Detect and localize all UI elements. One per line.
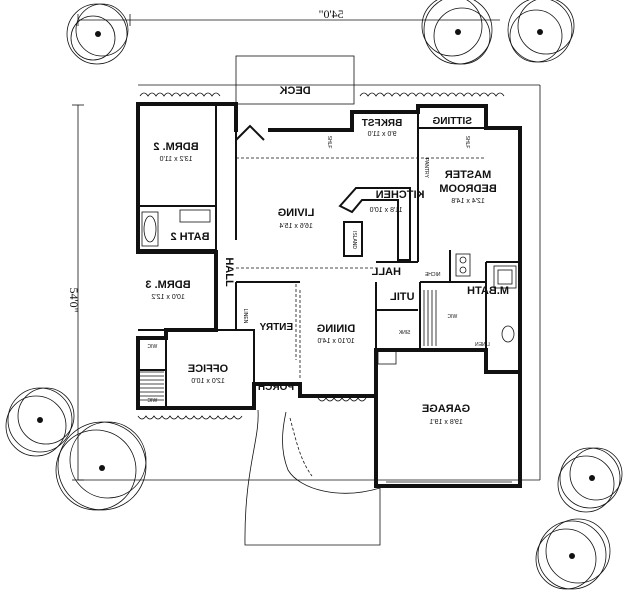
office-label: OFFICE [188, 363, 228, 375]
util-label: UTIL [390, 291, 415, 303]
hall-label-vertical: HALL [223, 257, 235, 287]
master-label-2: BEDROOM [439, 183, 496, 195]
porch-label: PORCH [258, 382, 294, 393]
sink-label: SINK [398, 330, 410, 336]
master-size: 12'4 x 14'8 [451, 198, 485, 205]
walkway-edging [289, 417, 313, 477]
island-label: ISLAND [351, 231, 357, 249]
fixture-labels: WIC WIC WIC LINEN LINEN NICHE SINK ISLAN… [147, 136, 490, 404]
linen-label-2: LINEN [242, 309, 248, 324]
wic-label-1: WIC [147, 344, 157, 350]
tree-top-right-b [507, 0, 575, 63]
kitchen-label: KITCHEN [376, 189, 425, 201]
landscape-trees [5, 0, 623, 590]
deck-label: DECK [279, 85, 310, 97]
kitchen-size: 11'8 x 10'0 [370, 207, 403, 214]
dining-size: 10'10 x 14'0 [317, 338, 354, 345]
tree-top-left [66, 3, 129, 65]
office-size: 12'0 x 10'0 [191, 378, 225, 385]
bath2-tub [141, 211, 159, 247]
kitchen-counter [338, 187, 411, 261]
wic-label-2: WIC [147, 398, 157, 404]
bath2-label: BATH 2 [171, 231, 210, 243]
hall-label: HALL [371, 266, 401, 278]
tree-left-b [55, 421, 147, 511]
wic-label-3: WIC [447, 314, 457, 320]
bath2-vanity [179, 209, 211, 223]
tree-right-b [535, 518, 611, 590]
front-walkway [244, 409, 381, 546]
dining-label: DINING [317, 323, 356, 335]
shrubs-top-left [139, 92, 221, 97]
mbath-label: M.BATH [467, 285, 509, 297]
shrubs-front-mid [317, 397, 367, 402]
tree-top-right-a [421, 0, 493, 65]
living-size: 16'6 x 15'4 [279, 223, 313, 230]
pantry-label: PANTRY [423, 158, 429, 178]
tree-left-a [5, 387, 75, 457]
sitting-label: SITTING [432, 116, 472, 127]
tree-right-a [557, 447, 623, 513]
room-labels: DECK BRKFST 9'0 x 11'0 SITTING BDRM. 2 1… [145, 85, 509, 426]
linen-label: LINEN [475, 342, 490, 348]
brkfst-size: 9'0 x 11'0 [367, 131, 396, 138]
dimension-lines [72, 14, 541, 481]
bdrm3-size: 10'0 x 12'2 [151, 294, 185, 301]
entry-label: ENTRY [259, 322, 293, 333]
deck-outline [235, 55, 355, 105]
garage-size: 19'8 x 19'1 [429, 419, 463, 426]
brkfst-label: BRKFST [362, 118, 403, 129]
bdrm3-label: BDRM. 3 [145, 279, 190, 291]
master-label-1: MASTER [445, 169, 492, 181]
interior-walls [138, 104, 520, 408]
master-tub [493, 265, 517, 289]
fixtures [140, 124, 517, 401]
shrubs-front-left [137, 415, 243, 420]
master-toilet [501, 325, 515, 343]
shelf-label-2: SHLF [464, 136, 470, 149]
kitchen-island [343, 221, 363, 257]
bdrm2-label: BDRM. 2 [153, 141, 198, 153]
overall-width-label: 54'0" [318, 7, 343, 21]
niche-label: NICHE [424, 272, 440, 278]
living-label: LIVING [278, 207, 315, 219]
overall-depth-label: 54'0" [67, 287, 81, 312]
master-vanity [455, 253, 471, 277]
bdrm2-size: 13'2 x 11'0 [160, 156, 193, 163]
shelf-label-1: SHLF [326, 136, 332, 149]
fireplace [235, 124, 265, 141]
shrubs-top-right [359, 92, 505, 97]
garage-label: GARAGE [422, 403, 470, 415]
washer [377, 349, 397, 365]
